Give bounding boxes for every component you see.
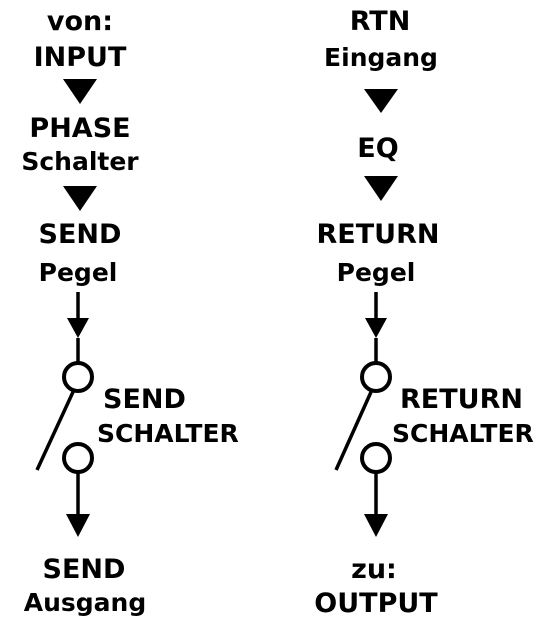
return-switch-name: RETURN [400, 384, 523, 415]
return-label: RETURN [317, 219, 440, 250]
eq-label: EQ [357, 133, 398, 164]
switch-lever-icon [35, 391, 75, 471]
flow-arrow-icon [63, 79, 97, 104]
to-label: zu: [351, 554, 397, 585]
switch-contact-icon [360, 361, 392, 393]
send-switch-name: SEND [103, 384, 186, 415]
return-level-label: Pegel [337, 258, 416, 287]
return-switch-label: SCHALTER [392, 419, 534, 448]
flow-arrow-icon [66, 514, 90, 537]
input-label: INPUT [34, 42, 127, 73]
flow-arrow-icon [67, 318, 89, 338]
switch-contact-icon [62, 442, 94, 474]
rtn-label: RTN [350, 6, 411, 37]
switch-contact-icon [360, 442, 392, 474]
phase-switch-label: Schalter [21, 147, 139, 176]
flow-arrow-icon [365, 318, 387, 338]
send-level-label: Pegel [39, 258, 118, 287]
from-label: von: [47, 6, 113, 37]
send-out-title: SEND [43, 554, 126, 585]
flow-arrow-icon [364, 514, 388, 537]
phase-label: PHASE [29, 113, 130, 144]
send-label: SEND [39, 219, 122, 250]
flow-arrow-icon [63, 186, 97, 211]
output-label: OUTPUT [314, 588, 438, 618]
flow-arrow-icon [364, 89, 398, 113]
send-switch-label: SCHALTER [97, 419, 239, 448]
switch-contact-icon [62, 361, 94, 393]
send-output-label: Ausgang [24, 588, 147, 617]
flow-arrow-icon [364, 176, 398, 201]
switch-lever-icon [334, 391, 373, 471]
rtn-input-label: Eingang [324, 43, 438, 72]
